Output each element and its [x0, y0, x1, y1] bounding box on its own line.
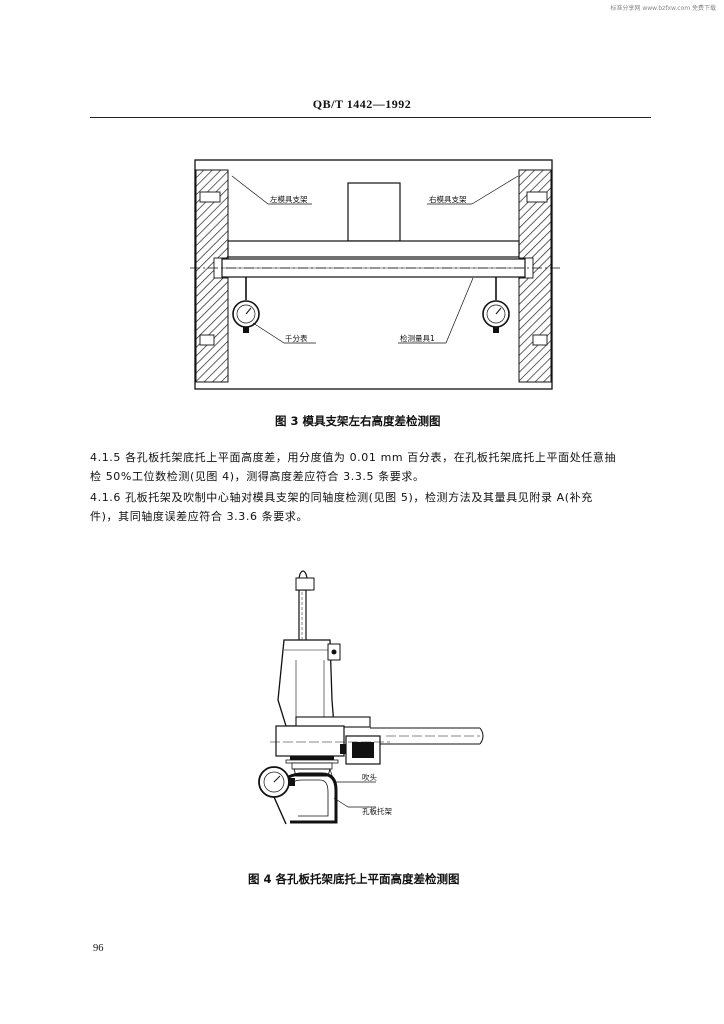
label-gauge-tool: 检测量具1 [400, 333, 435, 343]
right-mold-support [518, 169, 552, 383]
paragraph-line: 4.1.6 孔板托架及吹制中心轴对模具支架的同轴度检测(见图 5)，检测方法及其… [90, 491, 593, 504]
watermark: 标准分享网 www.bzfxw.com 免费下载 [610, 5, 716, 12]
paragraph-line: 4.1.5 各孔板托架底托上平面高度差，用分度值为 0.01 mm 百分表，在孔… [90, 451, 617, 464]
header-rule [90, 117, 651, 118]
paragraph-line: 检 50%工位数检测(见图 4)，测得高度差应符合 3.3.5 条要求。 [90, 470, 425, 483]
paragraph-4-1-5: 4.1.5 各孔板托架底托上平面高度差，用分度值为 0.01 mm 百分表，在孔… [90, 448, 652, 486]
figure-4-drawing [258, 570, 484, 825]
label-right-support: 右模具支架 [429, 194, 467, 204]
label-dial-gauge: 千分表 [285, 333, 308, 343]
label-orifice-bracket: 孔板托架 [362, 806, 392, 816]
right-dial-gauge-icon [482, 277, 510, 333]
page-number: 96 [93, 943, 104, 954]
paragraph-line: 件)，其同轴度误差应符合 3.3.6 条要求。 [90, 510, 309, 523]
figure-4-caption: 图 4 各孔板托架底托上平面高度差检测图 [248, 872, 460, 886]
label-left-support: 左模具支架 [270, 194, 308, 204]
figure-3-caption: 图 3 模具支架左右高度差检测图 [275, 414, 441, 428]
left-dial-gauge-icon [232, 277, 260, 333]
left-mold-support [195, 169, 229, 383]
paragraph-4-1-6: 4.1.6 孔板托架及吹制中心轴对模具支架的同轴度检测(见图 5)，检测方法及其… [90, 488, 652, 526]
label-nozzle: 吹头 [362, 772, 377, 782]
page-header: QB/T 1442—1992 [312, 97, 412, 111]
